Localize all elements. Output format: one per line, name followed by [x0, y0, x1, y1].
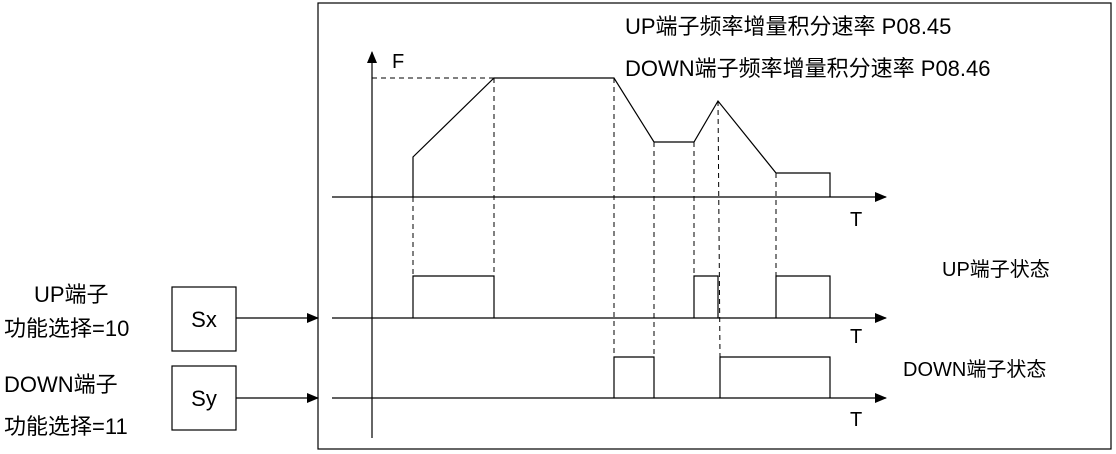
up-state-label: UP端子状态: [942, 258, 1050, 281]
down-state-waveform: [613, 356, 831, 398]
t-axis-down-state-label: T: [850, 409, 862, 431]
sx-terminal-box: [171, 286, 237, 352]
time-marker-line: [717, 100, 721, 358]
up-rate-label: UP端子频率增量积分速率 P08.45: [625, 14, 951, 39]
down-state-label: DOWN端子状态: [903, 358, 1046, 381]
frequency-curve: [412, 77, 831, 197]
up-function-label: 功能选择=10: [4, 316, 129, 341]
sy-terminal-label: Sy: [191, 386, 217, 411]
down-pulse: [613, 356, 655, 398]
down-rate-label: DOWN端子频率增量积分速率 P08.46: [625, 56, 991, 81]
down-pulse: [719, 356, 831, 398]
up-pulse: [693, 275, 719, 318]
up-state-waveform: [412, 275, 831, 318]
f-axis-label: F: [392, 51, 404, 73]
up-pulse: [775, 275, 831, 318]
down-function-label: 功能选择=11: [4, 414, 128, 439]
time-markers: [412, 78, 777, 358]
diagram-frame: [317, 2, 1112, 450]
up-pulse: [412, 275, 495, 318]
t-axis-up-state-label: T: [850, 326, 862, 348]
up-terminal-label: UP端子: [34, 282, 109, 307]
sy-terminal-box: [171, 365, 237, 431]
sx-terminal-label: Sx: [191, 307, 217, 332]
down-terminal-label: DOWN端子: [4, 372, 118, 397]
t-axis-frequency-label: T: [850, 209, 862, 231]
